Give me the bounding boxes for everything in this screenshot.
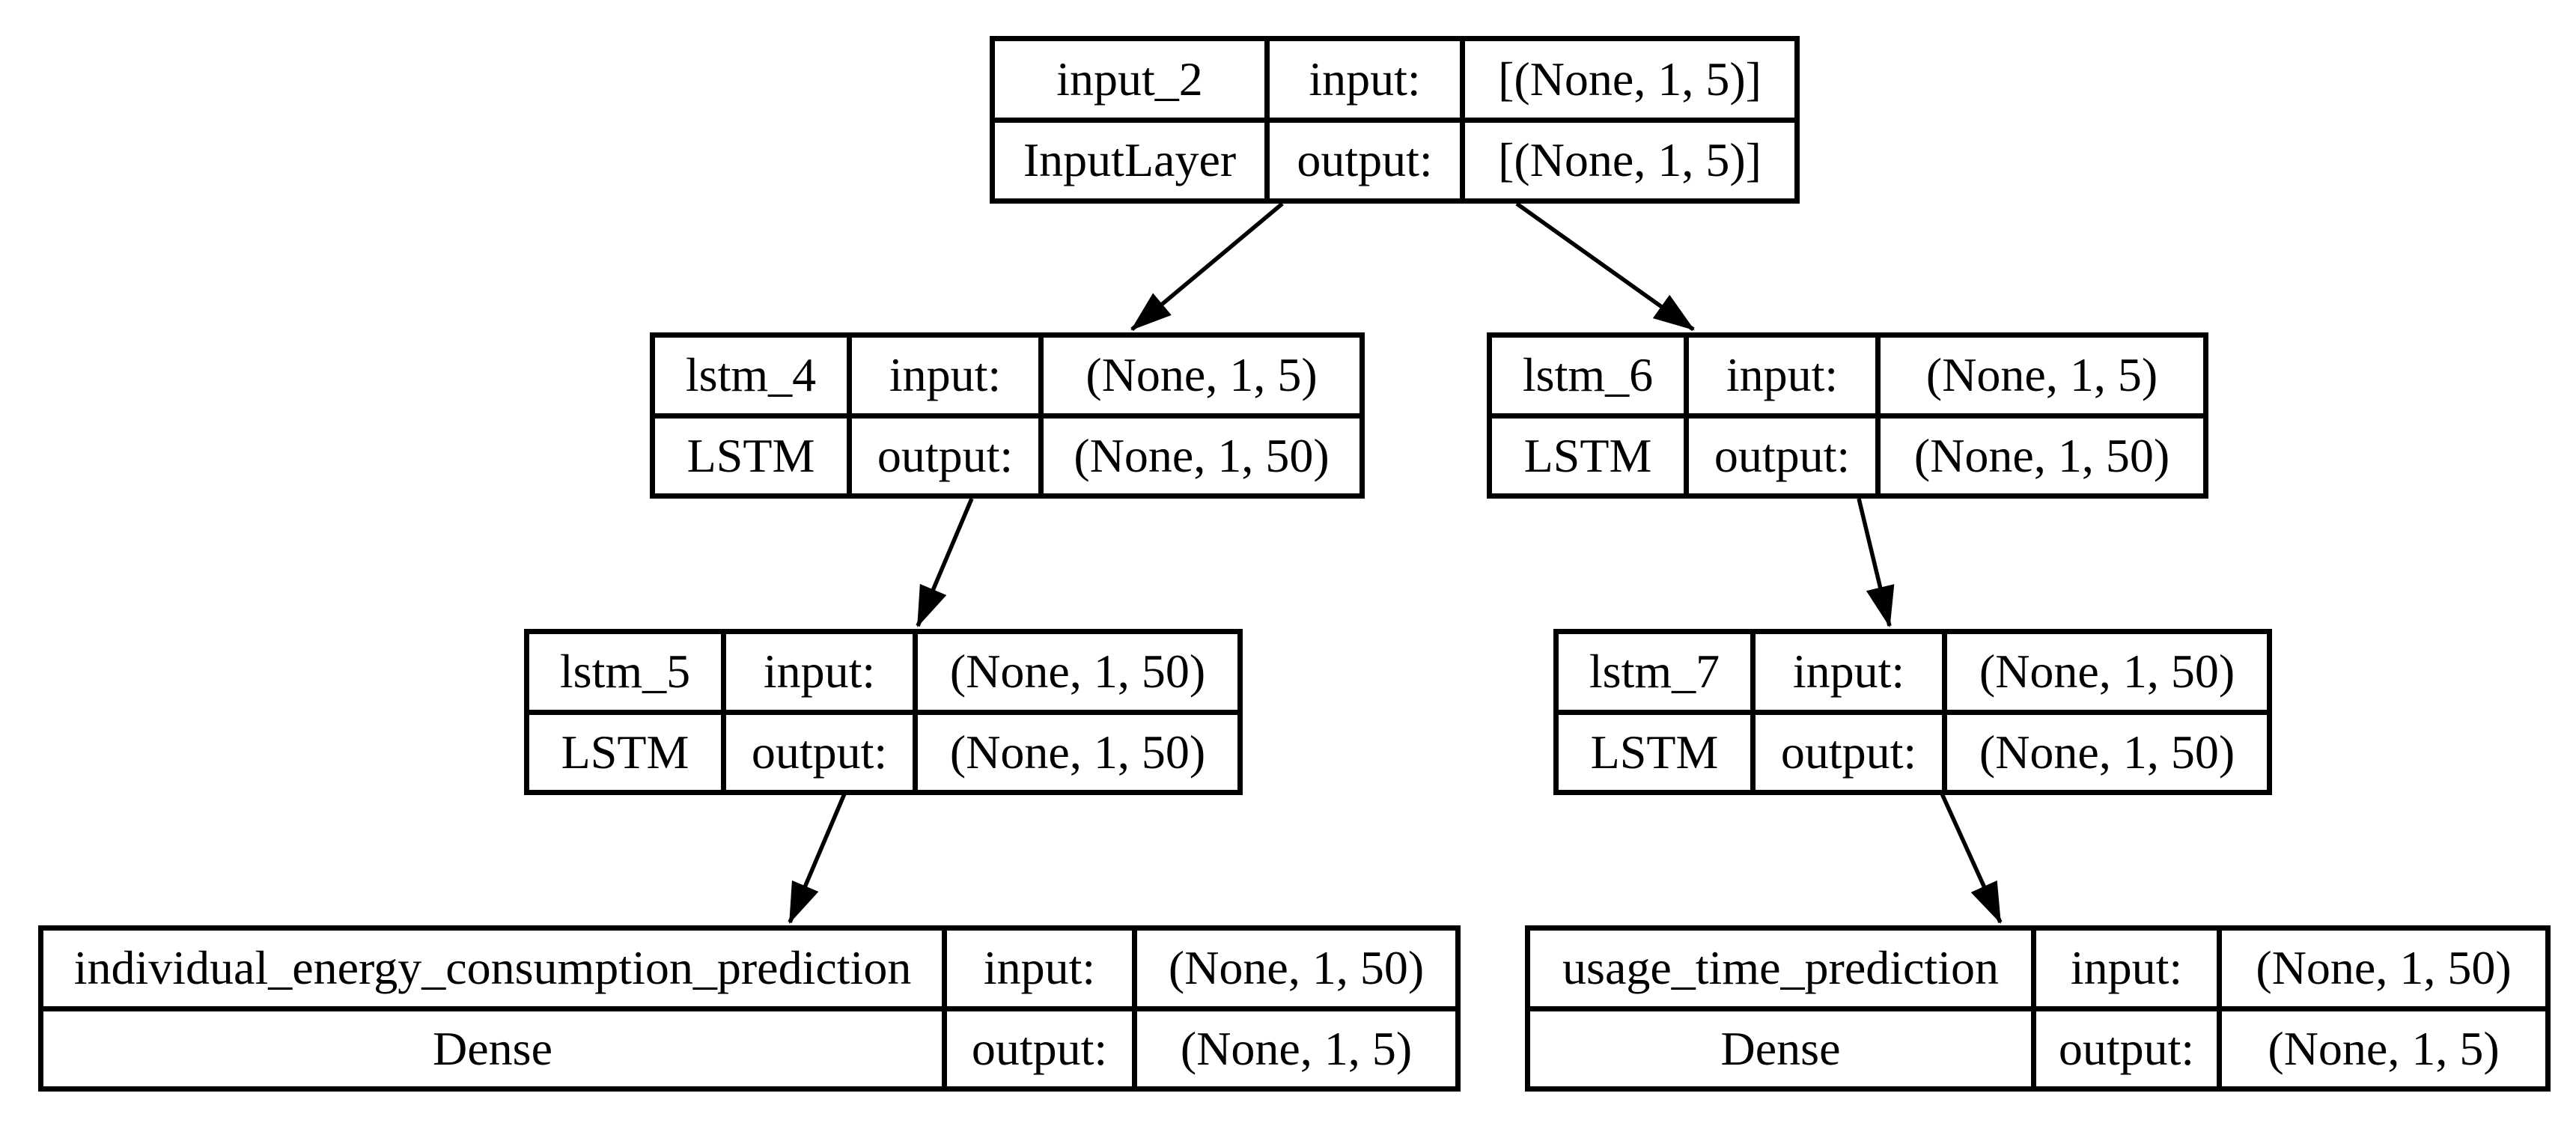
output-label: output:: [721, 714, 913, 790]
layer-name: lstm_4: [685, 348, 817, 402]
output-label: output:: [847, 418, 1038, 493]
output-shape: (None, 1, 50): [913, 714, 1237, 790]
layer-name: usage_time_prediction: [1562, 941, 1999, 995]
output-shape: (None, 1, 5): [1132, 1011, 1455, 1086]
layer-name: lstm_6: [1522, 348, 1654, 402]
input-label: input:: [1264, 41, 1460, 118]
input-shape: (None, 1, 5): [1038, 338, 1359, 413]
edge-lstm_5-individual_energy_consumption_prediction: [788, 791, 847, 925]
output-label: output:: [1684, 418, 1875, 493]
input-shape: (None, 1, 50): [1132, 931, 1455, 1006]
output-label: output:: [1750, 714, 1942, 790]
input-shape: (None, 1, 50): [913, 634, 1237, 710]
output-label: output:: [1264, 122, 1460, 198]
output-shape: (None, 1, 50): [1038, 418, 1359, 493]
edge-lstm_4-lstm_5: [916, 497, 974, 628]
node-lstm_6: lstm_6 input: (None, 1, 5) LSTM output: …: [1487, 332, 2208, 499]
layer-type: LSTM: [561, 725, 689, 779]
layer-type: LSTM: [1590, 725, 1719, 779]
edge-lstm_6-lstm_7: [1857, 498, 1895, 628]
output-label: output:: [942, 1011, 1132, 1086]
input-shape: (None, 1, 50): [1942, 634, 2267, 710]
input-label: input:: [1750, 634, 1942, 710]
layer-name: individual_energy_consumption_prediction: [73, 941, 912, 995]
edge-input_2-lstm_6: [1515, 201, 1695, 332]
input-shape: (None, 1, 5): [1875, 338, 2203, 413]
layer-name: input_2: [1056, 52, 1203, 106]
input-shape: (None, 1, 50): [2217, 931, 2545, 1006]
input-label: input:: [2031, 931, 2217, 1006]
node-usage_time_prediction: usage_time_prediction input: (None, 1, 5…: [1525, 925, 2551, 1092]
input-label: input:: [847, 338, 1038, 413]
layer-type: Dense: [1720, 1021, 1841, 1075]
output-shape: (None, 1, 50): [1942, 714, 2267, 790]
output-label: output:: [2031, 1011, 2217, 1086]
node-individual_energy_consumption_prediction: individual_energy_consumption_prediction…: [38, 925, 1461, 1092]
input-label: input:: [942, 931, 1132, 1006]
input-shape: [(None, 1, 5)]: [1460, 41, 1794, 118]
edge-input_2-lstm_4: [1130, 201, 1284, 332]
layer-name: lstm_5: [559, 645, 691, 699]
layer-type: InputLayer: [1023, 133, 1237, 187]
layer-type: LSTM: [686, 428, 815, 482]
output-shape: [(None, 1, 5)]: [1460, 122, 1794, 198]
input-label: input:: [1684, 338, 1875, 413]
node-lstm_7: lstm_7 input: (None, 1, 50) LSTM output:…: [1553, 629, 2272, 795]
layer-type: Dense: [433, 1021, 552, 1075]
node-lstm_4: lstm_4 input: (None, 1, 5) LSTM output: …: [650, 332, 1365, 499]
input-label: input:: [721, 634, 913, 710]
layer-type: LSTM: [1523, 428, 1652, 482]
layer-name: lstm_7: [1589, 645, 1720, 699]
output-shape: (None, 1, 5): [2217, 1011, 2545, 1086]
node-input_2: input_2 input: [(None, 1, 5)] InputLayer…: [990, 36, 1800, 204]
node-lstm_5: lstm_5 input: (None, 1, 50) LSTM output:…: [524, 629, 1243, 795]
output-shape: (None, 1, 50): [1875, 418, 2203, 493]
edge-lstm_7-usage_time_prediction: [1939, 791, 2003, 925]
